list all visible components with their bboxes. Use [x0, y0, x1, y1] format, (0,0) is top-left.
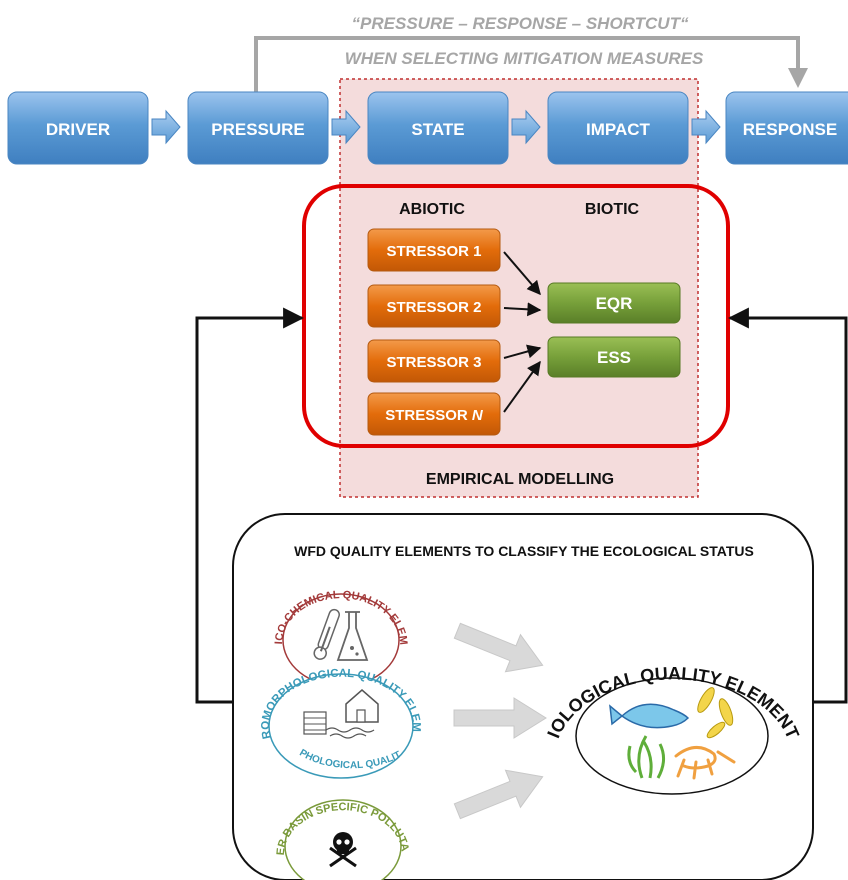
- chain-label-driver: DRIVER: [46, 120, 110, 139]
- chain-label-pressure: PRESSURE: [211, 120, 305, 139]
- flask-icon: [336, 611, 369, 661]
- stressor-arrow-1: [503, 251, 541, 296]
- gray-arrow-top: [453, 622, 544, 673]
- abiotic-label: ABIOTIC: [399, 201, 465, 218]
- stressor-arrow-n: [503, 360, 541, 413]
- chain-box-response: RESPONSE: [725, 91, 848, 165]
- chain-box-impact: IMPACT: [547, 91, 689, 165]
- stressor-1-label: STRESSOR 1: [386, 243, 481, 260]
- stressor-n-var: N: [472, 407, 484, 424]
- dam-icon: [303, 711, 327, 735]
- outcome-ess: ESS: [547, 336, 681, 378]
- fish-icon: [609, 703, 690, 729]
- wfd-title: WFD QUALITY ELEMENTS TO CLASSIFY THE ECO…: [294, 543, 754, 559]
- stressor-2: STRESSOR 2: [367, 284, 501, 328]
- skull-icon: [329, 832, 357, 868]
- gray-arrow-middle: [453, 697, 547, 739]
- chain-arrow-1: [151, 109, 181, 145]
- shortcut-title: “PRESSURE – RESPONSE – SHORTCUT“: [352, 14, 689, 33]
- stressor-3: STRESSOR 3: [367, 339, 501, 383]
- plant-icon: [627, 735, 665, 779]
- chain-arrow-2: [331, 109, 361, 145]
- thermometer-icon: [313, 608, 340, 660]
- stressor-2-label: STRESSOR 2: [386, 299, 481, 316]
- chain-label-state: STATE: [411, 120, 464, 139]
- stressor-1: STRESSOR 1: [367, 228, 501, 272]
- stressor-n: STRESSOR N: [367, 392, 501, 436]
- outcome-eqr-label: EQR: [596, 294, 633, 313]
- chain-box-driver: DRIVER: [7, 91, 149, 165]
- shrimp-icon: [674, 746, 736, 780]
- shortcut-subtitle: WHEN SELECTING MITIGATION MEASURES: [345, 49, 704, 68]
- biotic-label: BIOTIC: [585, 201, 640, 218]
- gray-arrow-bottom: [453, 769, 544, 820]
- insect-icon: [697, 687, 734, 739]
- stressor-arrow-2: [503, 302, 542, 317]
- empirical-modelling-label: EMPIRICAL MODELLING: [426, 471, 614, 488]
- outcome-ess-label: ESS: [597, 348, 631, 367]
- chain-arrow-4: [691, 109, 721, 145]
- stressor-3-label: STRESSOR 3: [386, 354, 481, 371]
- water-waves-icon: [325, 727, 375, 739]
- stressor-n-label: STRESSOR N: [385, 407, 484, 424]
- gray-arrows: [453, 622, 547, 820]
- shortcut-arrow: [254, 36, 808, 92]
- feedback-right-arrow: [727, 307, 848, 704]
- stressor-n-prefix: STRESSOR: [385, 407, 472, 424]
- stressor-arrow-3: [503, 344, 542, 359]
- chain-label-response: RESPONSE: [743, 120, 837, 139]
- feedback-left-arrow: [195, 307, 305, 704]
- chain-box-state: STATE: [367, 91, 509, 165]
- outcome-eqr: EQR: [547, 282, 681, 324]
- chain-arrow-3: [511, 109, 541, 145]
- chain-box-pressure: PRESSURE: [187, 91, 329, 165]
- chain-label-impact: IMPACT: [586, 120, 651, 139]
- house-icon: [345, 689, 379, 723]
